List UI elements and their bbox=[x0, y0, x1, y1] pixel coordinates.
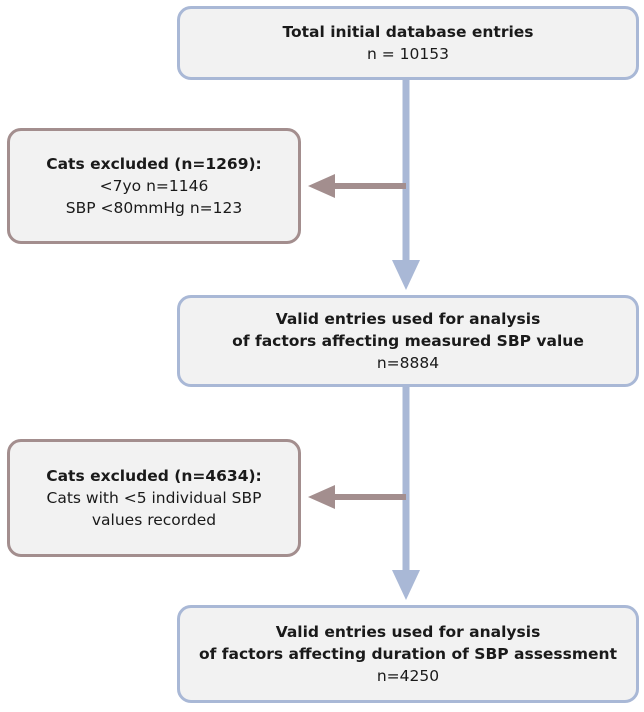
second-exclusion-title: Cats excluded (n=4634): bbox=[46, 467, 262, 485]
exclusion-arrowhead-first bbox=[308, 174, 335, 198]
first-exclusion-reason-age: <7yo n=1146 bbox=[99, 177, 209, 195]
first-exclusion-title: Cats excluded (n=1269): bbox=[46, 155, 262, 173]
valid-measured-sbp-box: Valid entries used for analysis of facto… bbox=[177, 295, 639, 387]
exclusion-arrowhead-second bbox=[308, 485, 335, 509]
valid-duration-box: Valid entries used for analysis of facto… bbox=[177, 605, 639, 703]
main-arrowhead-bottom bbox=[392, 570, 420, 600]
main-arrowhead-top bbox=[392, 260, 420, 290]
second-exclusion-reason-line-2: values recorded bbox=[91, 511, 217, 529]
total-entries-box: Total initial database entries n = 10153 bbox=[177, 6, 639, 80]
second-exclusion-reason-line-1: Cats with <5 individual SBP bbox=[46, 489, 262, 507]
valid-duration-count: n=4250 bbox=[376, 667, 440, 685]
first-exclusion-reason-sbp: SBP <80mmHg n=123 bbox=[65, 199, 243, 217]
valid-measured-title-line-2: of factors affecting measured SBP value bbox=[232, 332, 584, 350]
valid-measured-title-line-1: Valid entries used for analysis bbox=[275, 310, 541, 328]
second-exclusion-box: Cats excluded (n=4634): Cats with <5 ind… bbox=[7, 439, 301, 557]
valid-duration-title-line-1: Valid entries used for analysis bbox=[275, 623, 541, 641]
valid-duration-title-line-2: of factors affecting duration of SBP ass… bbox=[198, 645, 617, 663]
total-entries-title: Total initial database entries bbox=[282, 23, 534, 41]
total-entries-count: n = 10153 bbox=[367, 45, 449, 63]
valid-measured-count: n=8884 bbox=[376, 354, 440, 372]
first-exclusion-box: Cats excluded (n=1269): <7yo n=1146 SBP … bbox=[7, 128, 301, 244]
